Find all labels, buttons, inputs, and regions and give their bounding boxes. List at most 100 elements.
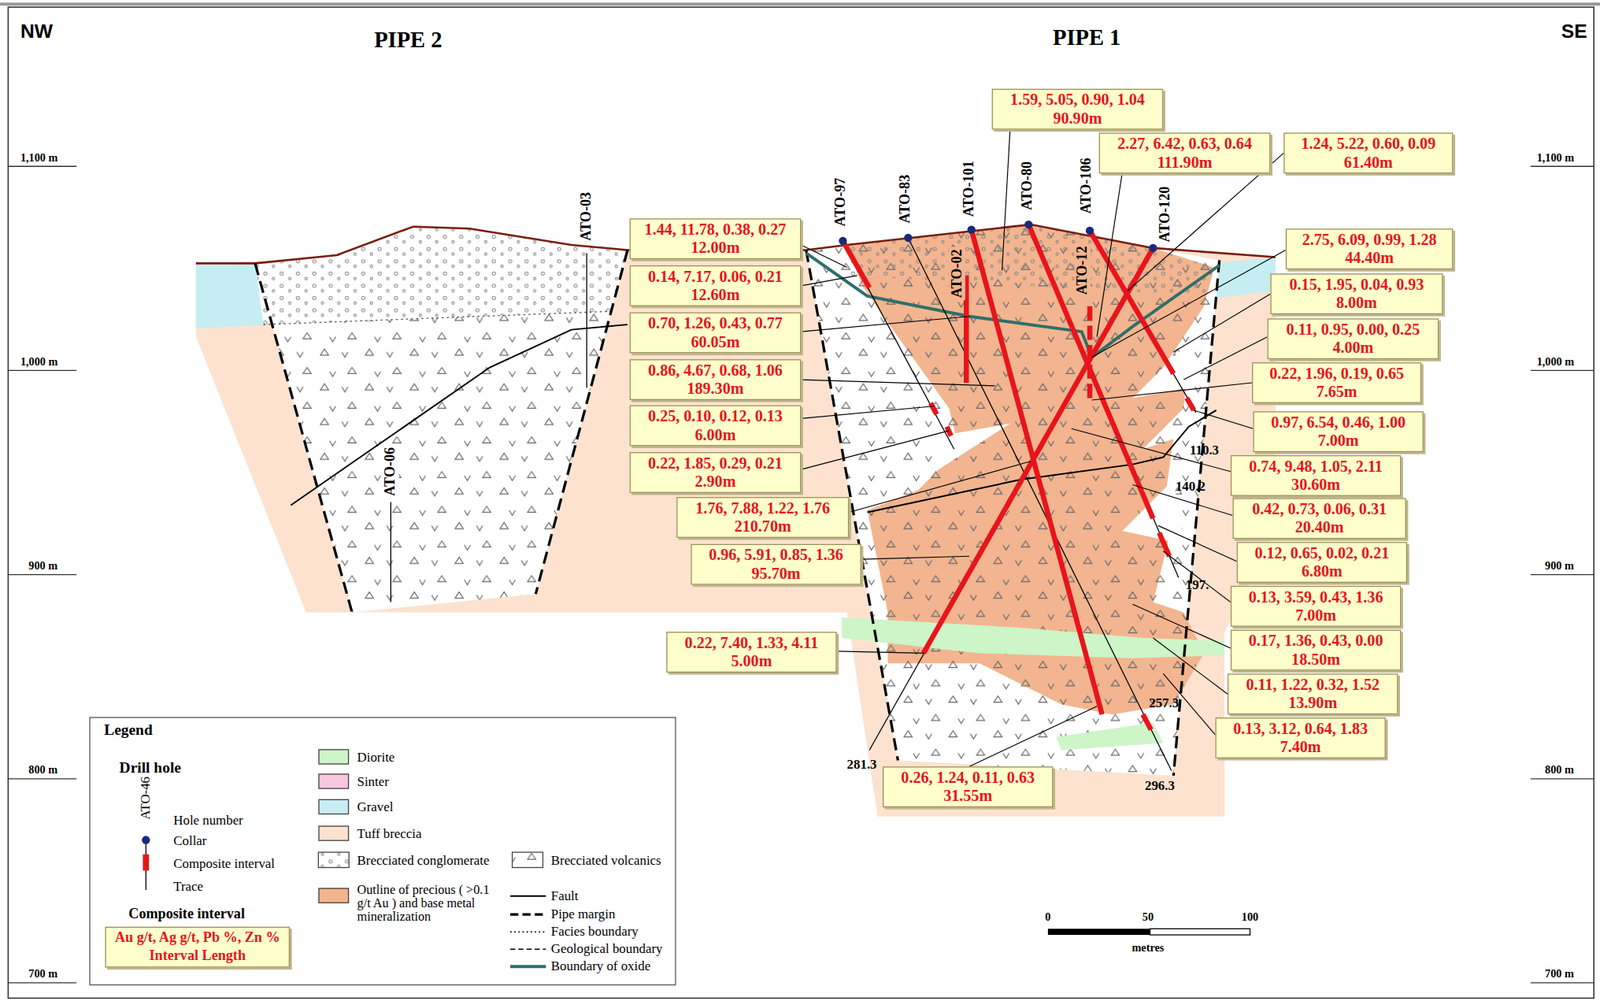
- composite-text: Au g/t, Ag g/t, Pb %, Zn %: [114, 928, 281, 947]
- hole-name: ATO-80: [1019, 161, 1037, 211]
- composite-text: 2.75, 6.09, 0.99, 1.28: [1302, 230, 1438, 249]
- composite-callout: 0.25, 0.10, 0.12, 0.136.00m: [629, 404, 802, 446]
- composite-text: 0.25, 0.10, 0.12, 0.13: [648, 407, 783, 426]
- depth-label: 140.2: [1175, 479, 1206, 495]
- composite-text: 0.22, 7.40, 1.33, 4.11: [685, 633, 819, 652]
- legend-text: Hole number: [173, 812, 243, 830]
- legend-text: Collar: [173, 832, 207, 849]
- composite-callout: 1.59, 5.05, 0.90, 1.0490.90m: [992, 88, 1164, 130]
- composite-text: 210.70m: [734, 517, 792, 536]
- composite-callout: 1.24, 5.22, 0.60, 0.0961.40m: [1283, 132, 1453, 174]
- legend-text: Outline of precious ( >0.1 g/t Au ) and …: [357, 883, 500, 924]
- composite-text: 95.70m: [751, 564, 801, 583]
- composite-text: 31.55m: [943, 786, 993, 805]
- composite-callout: 0.42, 0.73, 0.06, 0.3120.40m: [1232, 497, 1406, 539]
- composite-text: 30.60m: [1291, 475, 1341, 494]
- legend-swatch: [318, 887, 349, 903]
- composite-text: 2.90m: [694, 472, 736, 491]
- scale-label: 100: [1241, 910, 1259, 923]
- composite-text: 12.60m: [690, 285, 740, 304]
- scale-label: metres: [1131, 940, 1164, 954]
- elevation-label: 1,000 m: [1537, 355, 1575, 368]
- hole-name: ATO-03: [578, 192, 596, 241]
- legend-heading: Drill hole: [119, 759, 182, 777]
- depth-label: 197.: [1185, 577, 1209, 593]
- composite-text: 0.86, 4.67, 0.68, 1.06: [648, 361, 783, 380]
- composite-callout: 0.22, 1.85, 0.29, 0.212.90m: [629, 451, 802, 493]
- legend-text: Gravel: [357, 799, 394, 816]
- hole-name: ATO-12: [1074, 244, 1092, 297]
- legend-swatch: [318, 773, 349, 789]
- composite-text: 0.26, 1.24, 0.11, 0.63: [900, 768, 1035, 787]
- composite-text: 189.30m: [686, 379, 744, 398]
- composite-text: 6.00m: [694, 425, 736, 444]
- composite-text: Interval Length: [149, 947, 246, 966]
- composite-text: 8.00m: [1336, 293, 1378, 312]
- legend-text: Boundary of oxide: [551, 958, 651, 975]
- elevation-label: 1,000 m: [20, 355, 59, 368]
- composite-text: 111.90m: [1157, 152, 1213, 171]
- composite-text: 18.50m: [1291, 649, 1341, 668]
- legend-text: Facies boundary: [551, 923, 639, 941]
- legend-text: Geological boundary: [551, 940, 663, 958]
- composite-text: 0.15, 1.95, 0.04, 0.93: [1289, 275, 1425, 294]
- composite-text: 0.13, 3.59, 0.43, 1.36: [1248, 587, 1384, 606]
- composite-callout: 0.11, 1.22, 0.32, 1.5213.90m: [1227, 673, 1398, 715]
- composite-text: 0.97, 6.54, 0.46, 1.00: [1270, 413, 1406, 432]
- composite-callout: 0.74, 9.48, 1.05, 2.1130.60m: [1230, 455, 1401, 497]
- legend-text: Diorite: [357, 748, 396, 766]
- hole-name: ATO-106: [1078, 157, 1096, 214]
- composite-text: 0.12, 0.65, 0.02, 0.21: [1254, 544, 1389, 563]
- composite-text: 0.14, 7.17, 0.06, 0.21: [648, 267, 783, 286]
- direction-label: SE: [1561, 20, 1588, 43]
- composite-text: 61.40m: [1344, 152, 1393, 171]
- hole-name: ATO-97: [832, 177, 849, 227]
- composite-text: 0.70, 1.26, 0.43, 0.77: [648, 314, 783, 333]
- composite-text: 60.05m: [690, 332, 740, 351]
- hole-name: ATO-120: [1157, 186, 1175, 243]
- direction-label: NW: [20, 20, 53, 43]
- scale-label: 0: [1044, 910, 1051, 923]
- elevation-label: 1,100 m: [1537, 151, 1575, 164]
- composite-text: 0.42, 0.73, 0.06, 0.31: [1251, 500, 1387, 519]
- composite-text: 0.11, 0.95, 0.00, 0.25: [1286, 320, 1421, 339]
- composite-callout: 1.76, 7.88, 1.22, 1.76210.70m: [676, 496, 849, 538]
- composite-callout: 0.97, 6.54, 0.46, 1.007.00m: [1252, 411, 1423, 452]
- composite-callout: 0.12, 0.65, 0.02, 0.216.80m: [1237, 541, 1408, 583]
- legend-swatch: [318, 799, 349, 815]
- legend-composite-box: Au g/t, Ag g/t, Pb %, Zn %Interval Lengt…: [104, 926, 290, 968]
- composite-text: 5.00m: [730, 651, 772, 671]
- legend-swatch: [318, 748, 349, 764]
- composite-callout: 0.14, 7.17, 0.06, 0.2112.60m: [629, 265, 802, 307]
- composite-text: 0.22, 1.96, 0.19, 0.65: [1269, 364, 1404, 383]
- depth-label: 281.3: [847, 757, 878, 773]
- composite-text: 0.17, 1.36, 0.43, 0.00: [1248, 631, 1384, 650]
- composite-text: 0.22, 1.85, 0.29, 0.21: [648, 454, 783, 473]
- legend-text: Sinter: [357, 773, 389, 790]
- composite-callout: 0.13, 3.59, 0.43, 1.367.00m: [1230, 585, 1401, 627]
- composite-text: 1.59, 5.05, 0.90, 1.04: [1010, 90, 1145, 109]
- elevation-label: 900 m: [1544, 559, 1575, 572]
- composite-text: 7.00m: [1318, 431, 1360, 450]
- composite-text: 7.40m: [1280, 737, 1322, 756]
- elevation-label: 800 m: [28, 762, 58, 776]
- hole-name: ATO-02: [948, 247, 966, 300]
- composite-text: 90.90m: [1053, 109, 1103, 128]
- direction-label: PIPE 1: [1052, 24, 1121, 51]
- composite-callout: 0.13, 3.12, 0.64, 1.837.40m: [1214, 717, 1386, 759]
- composite-text: 4.00m: [1332, 338, 1374, 357]
- composite-text: 1.44, 11.78, 0.38, 0.27: [644, 220, 787, 239]
- composite-callout: 0.15, 1.95, 0.04, 0.938.00m: [1270, 273, 1443, 315]
- composite-callout: 0.22, 1.96, 0.19, 0.657.65m: [1251, 362, 1422, 404]
- composite-text: 44.40m: [1344, 248, 1394, 267]
- composite-callout: 0.86, 4.67, 0.68, 1.06189.30m: [629, 359, 802, 400]
- composite-callout: 0.22, 7.40, 1.33, 4.115.00m: [666, 631, 837, 673]
- legend-heading: Legend: [103, 721, 153, 739]
- composite-text: 7.00m: [1295, 606, 1337, 625]
- composite-text: 6.80m: [1301, 562, 1343, 581]
- composite-text: 7.65m: [1316, 382, 1358, 401]
- legend-heading: ATO-46: [138, 776, 154, 820]
- composite-callout: 1.44, 11.78, 0.38, 0.2712.00m: [629, 218, 802, 260]
- composite-callout: 0.11, 0.95, 0.00, 0.254.00m: [1267, 318, 1440, 360]
